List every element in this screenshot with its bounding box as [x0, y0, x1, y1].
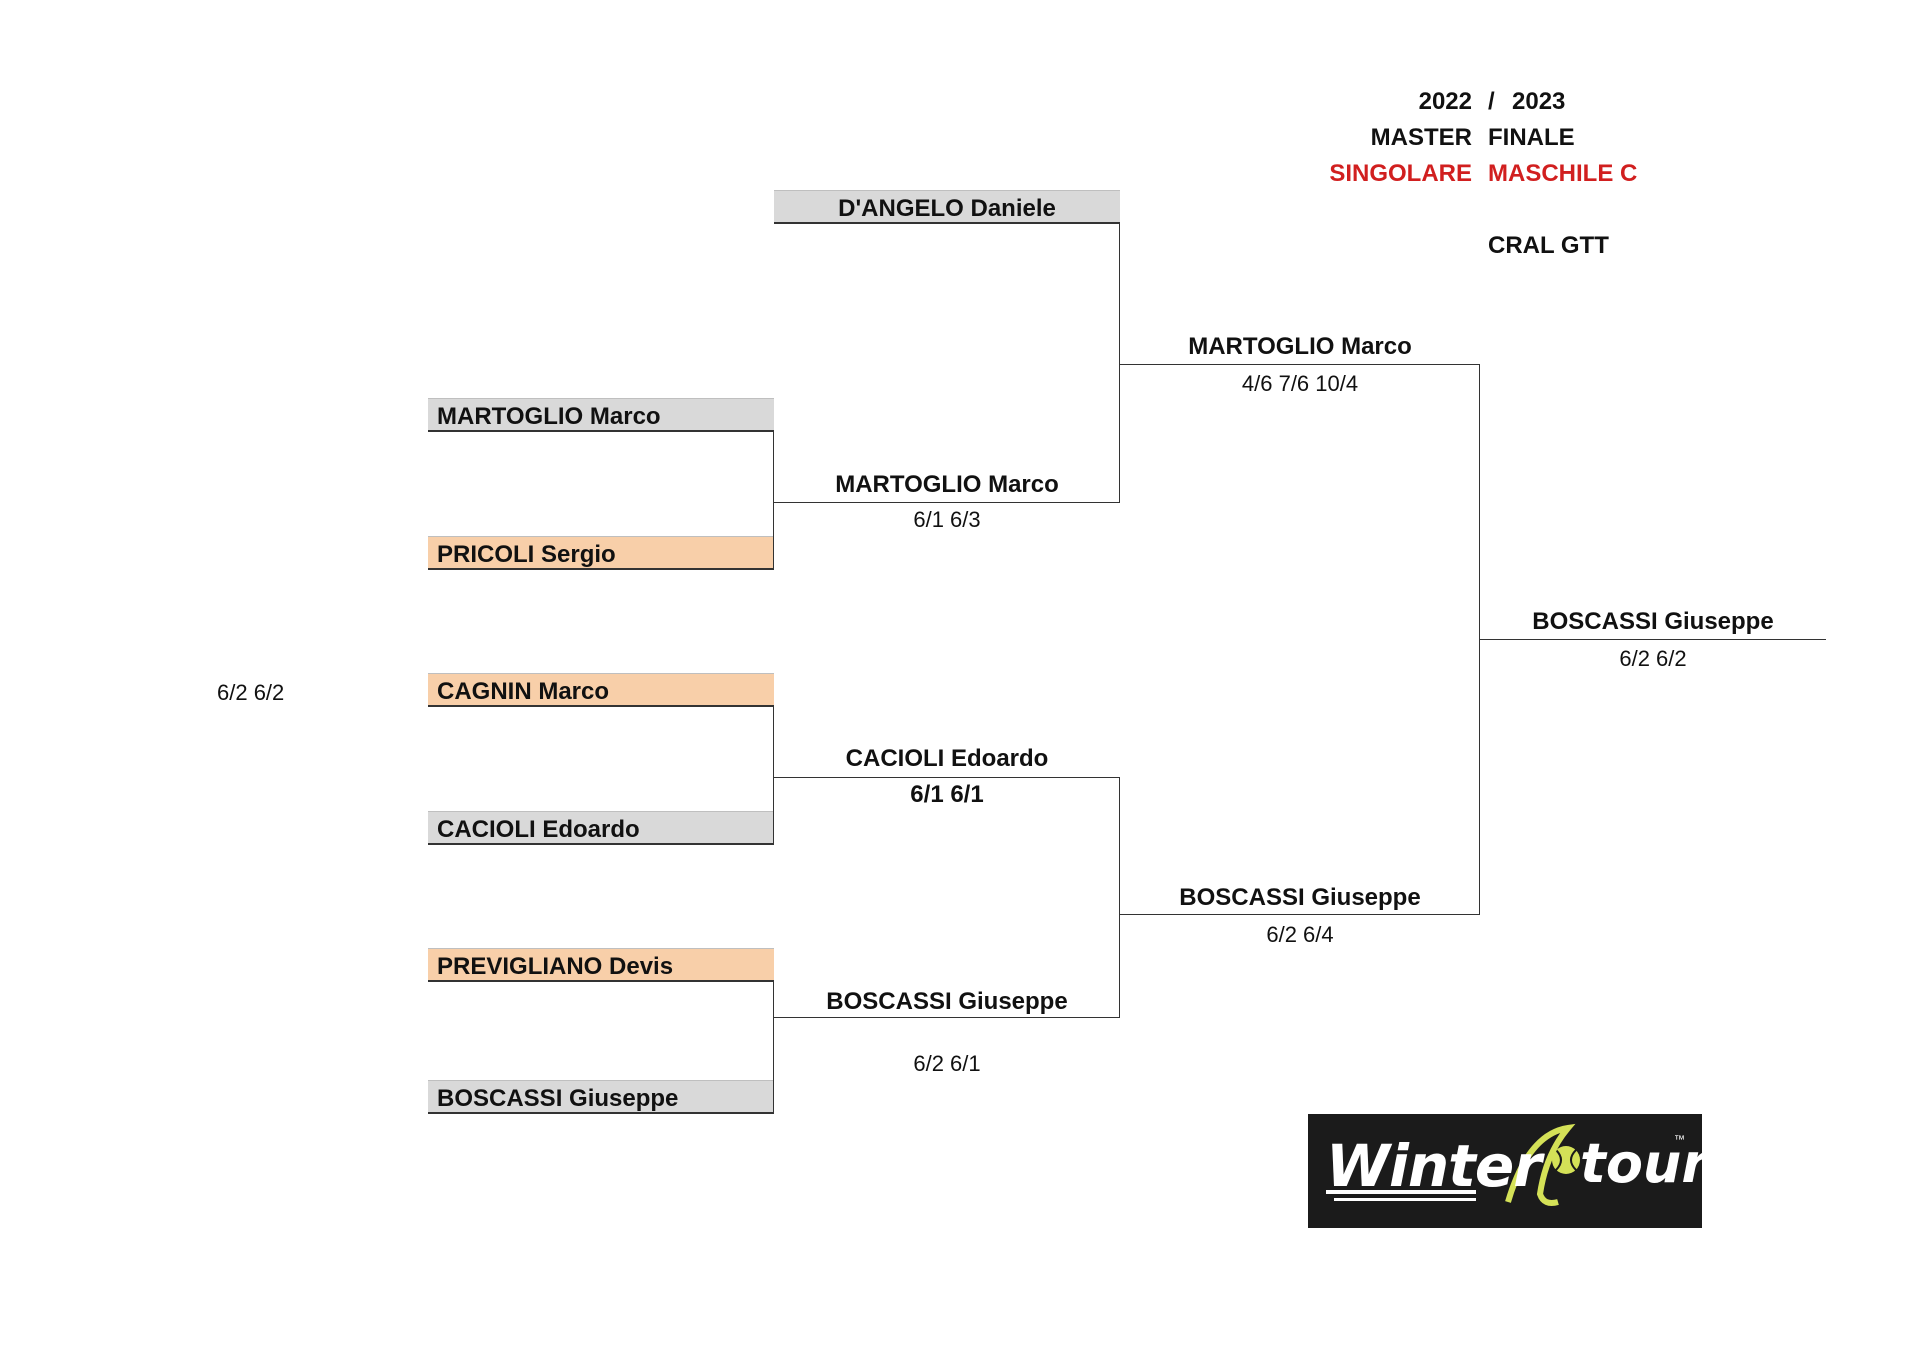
logo-text-winter: Winter	[1326, 1132, 1542, 1200]
connector-r1-a	[773, 432, 774, 503]
year-end: 2023	[1512, 88, 1566, 115]
player-r1-3: CAGNIN Marco	[428, 673, 774, 707]
year-slash: /	[1488, 88, 1495, 115]
logo-graphic	[1326, 1123, 1580, 1206]
sf-line-2	[1120, 914, 1480, 915]
year-start: 2022	[1418, 88, 1472, 115]
qf-score-1: 6/1 6/3	[913, 507, 981, 532]
event-right: FINALE	[1488, 124, 1575, 151]
connector-r2-a	[1119, 224, 1120, 502]
qf-winner-1: MARTOGLIO Marco	[835, 471, 1059, 498]
stray-score: 6/2 6/2	[217, 680, 285, 705]
wintertour-logo: Winter tour ™	[1308, 1114, 1702, 1228]
qf-score-3: 6/2 6/1	[913, 1051, 981, 1076]
player-bye: D'ANGELO Daniele	[774, 190, 1120, 224]
final-score: 6/2 6/2	[1619, 646, 1687, 671]
connector-r1-b	[773, 707, 774, 845]
connector-r1-c	[773, 982, 774, 1114]
qf-line-3	[774, 1017, 1120, 1018]
player-r1-1: MARTOGLIO Marco	[428, 398, 774, 432]
player-r1-6: BOSCASSI Giuseppe	[428, 1080, 774, 1114]
connector-final	[1479, 364, 1480, 914]
club-name: CRAL GTT	[1488, 232, 1609, 259]
sf-score-1: 4/6 7/6 10/4	[1241, 371, 1359, 396]
qf-line-1	[774, 502, 1120, 503]
qf-winner-3: BOSCASSI Giuseppe	[826, 988, 1068, 1015]
sf-winner-1: MARTOGLIO Marco	[1188, 333, 1412, 360]
qf-winner-2: CACIOLI Edoardo	[845, 745, 1049, 772]
category-left: SINGOLARE	[1329, 160, 1472, 187]
category-right: MASCHILE C	[1488, 160, 1638, 187]
qf-line-2	[774, 777, 1120, 778]
sf-score-2: 6/2 6/4	[1266, 922, 1334, 947]
player-r1-2: PRICOLI Sergio	[428, 536, 774, 570]
final-line	[1480, 639, 1826, 640]
connector-r1-a2	[773, 502, 774, 570]
player-r1-4: CACIOLI Edoardo	[428, 811, 774, 845]
sf-line-1	[1120, 364, 1480, 365]
sf-winner-2: BOSCASSI Giuseppe	[1179, 884, 1421, 911]
player-r1-5: PREVIGLIANO Devis	[428, 948, 774, 982]
connector-r2-b	[1119, 777, 1120, 1017]
qf-score-2: 6/1 6/1	[910, 781, 984, 808]
logo-text-tour: tour	[1580, 1132, 1702, 1195]
logo-tm: ™	[1674, 1134, 1685, 1146]
final-winner: BOSCASSI Giuseppe	[1532, 608, 1774, 635]
event-left: MASTER	[1370, 124, 1472, 151]
